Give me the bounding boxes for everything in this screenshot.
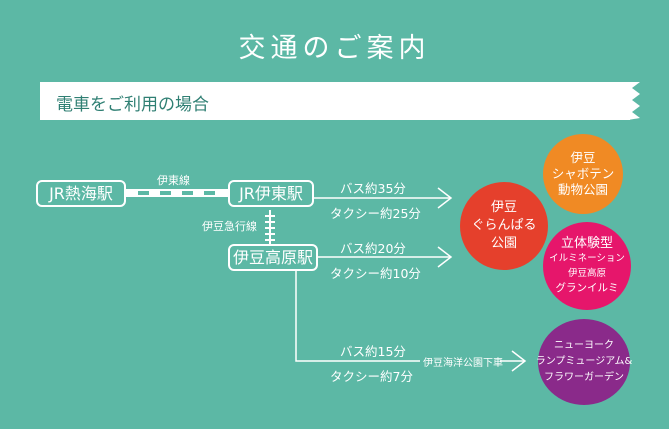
destination-grand-illumi: 立体験型 イルミネーション 伊豆高原 グランイルミ [543, 222, 631, 310]
ito-line-ties [138, 191, 215, 195]
kogen2-taxi-time: タクシー約7分 [330, 369, 413, 384]
ito-route-arrow [312, 187, 453, 209]
banner-zigzag-edge [628, 82, 640, 120]
destination-guranpaloo-park: 伊豆 ぐらんぱる 公園 [460, 182, 548, 270]
newyork-line-3: フラワーガーデン [544, 372, 624, 383]
cactus-line-2: シャボテン [551, 166, 615, 181]
station-ito: JR伊東駅 [228, 180, 314, 207]
ito-line-label: 伊東線 [157, 174, 190, 187]
newyork-line-2: ランプミュージアム& [535, 356, 633, 367]
illumi-line-2: イルミネーション [549, 253, 625, 264]
guranpaloo-line-1: 伊豆 [490, 200, 517, 215]
kogen-bus-time: バス約20分 [340, 241, 406, 256]
station-izukogen: 伊豆高原駅 [228, 244, 318, 271]
illumi-line-1: 立体験型 [560, 236, 613, 251]
kogen-route-arrow [318, 246, 453, 268]
kogen-taxi-time: タクシー約10分 [330, 266, 421, 281]
ito-taxi-time: タクシー約25分 [330, 206, 421, 221]
izukyu-line-track [265, 210, 275, 244]
station-atami: JR熱海駅 [36, 180, 126, 207]
izukyu-line-label: 伊豆急行線 [202, 220, 257, 233]
illumi-line-4: グランイルミ [555, 282, 619, 294]
guranpaloo-line-3: 公園 [490, 236, 517, 251]
bus-stop-label: 伊豆海洋公園下車 [423, 358, 503, 369]
guranpaloo-line-2: ぐらんぱる [471, 218, 537, 233]
section-title: 電車をご利用の場合 [56, 95, 209, 115]
cactus-line-3: 動物公園 [557, 182, 608, 197]
page-title: 交通のご案内 [238, 33, 431, 64]
illumi-line-3: 伊豆高原 [567, 268, 606, 279]
destination-newyork-lamp-museum: ニューヨーク ランプミュージアム& フラワーガーデン [535, 319, 633, 405]
newyork-line-1: ニューヨーク [554, 340, 614, 351]
ito-bus-time: バス約35分 [340, 181, 406, 196]
kogen-route2-arrow [295, 270, 527, 372]
cactus-line-1: 伊豆 [570, 150, 596, 165]
destination-cactus-park: 伊豆 シャボテン 動物公園 [543, 134, 623, 214]
section-banner: 電車をご利用の場合 [40, 82, 640, 120]
kogen2-bus-time: バス約15分 [340, 344, 406, 359]
